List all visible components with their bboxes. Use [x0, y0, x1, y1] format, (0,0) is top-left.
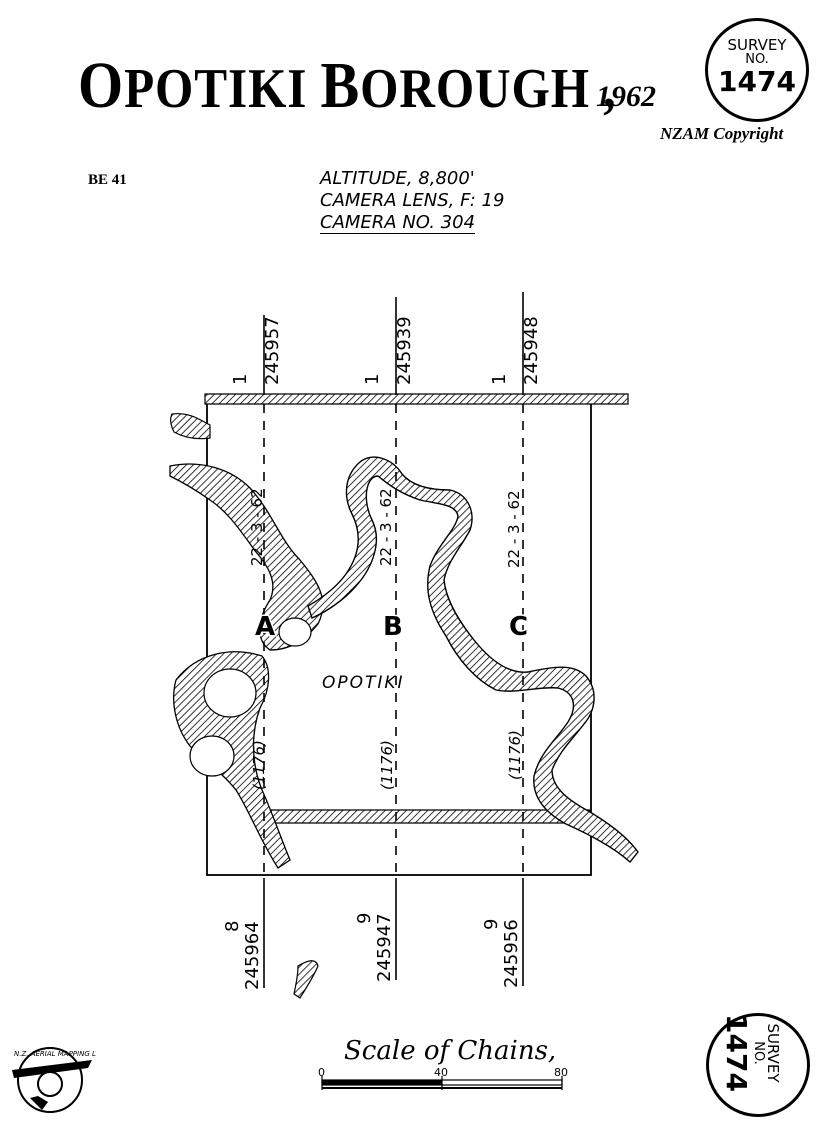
survey-stamp-top: SURVEY NO. 1474 — [705, 18, 809, 122]
logo-text: N.Z. AERIAL MAPPING LTD. — [14, 1050, 96, 1058]
stamp-survey-text: SURVEY — [727, 36, 787, 54]
run-c-letter: C — [509, 612, 528, 642]
run-a-bottom-label: 245964 8 — [222, 921, 263, 990]
svg-text:245947: 245947 — [374, 913, 395, 982]
river-feature — [293, 960, 319, 999]
scale-tick-80: 80 — [554, 1066, 568, 1079]
run-b-number: (1176) — [378, 740, 396, 790]
company-logo: N.Z. AERIAL MAPPING LTD. — [12, 1047, 96, 1113]
scale-tick-0: 0 — [318, 1066, 325, 1079]
run-c-date: 22 - 3 - 62 — [505, 490, 523, 568]
river-feature — [170, 413, 211, 440]
top-boundary — [204, 393, 629, 405]
svg-text:1: 1 — [230, 374, 251, 385]
flight-info: ALTITUDE, 8,800' CAMERA LENS, F: 19 CAME… — [320, 168, 504, 234]
run-a-letter: A — [255, 612, 275, 642]
sheet-reference: BE 41 — [88, 172, 127, 188]
survey-stamp-bottom: SURVEY NO. 1474 — [706, 1013, 810, 1117]
svg-text:9: 9 — [354, 913, 375, 924]
svg-text:9: 9 — [481, 919, 502, 930]
svg-text:245939: 245939 — [394, 316, 415, 385]
river-feature — [307, 456, 639, 864]
run-c-bottom-label: 245956 9 — [481, 919, 522, 988]
copyright-note: NZAM Copyright — [660, 124, 784, 143]
svg-text:245948: 245948 — [521, 316, 542, 385]
run-a-number: (1176) — [250, 740, 268, 790]
run-b-bottom-label: 245947 9 — [354, 913, 395, 982]
run-a-top-label: 1 245957 — [230, 316, 283, 385]
run-a-date: 22 - 3 - 62 — [248, 488, 266, 566]
svg-text:245956: 245956 — [501, 919, 522, 988]
altitude-text: ALTITUDE, 8,800' — [320, 168, 475, 189]
scale-tick-40: 40 — [434, 1066, 448, 1079]
camera-lens-text: CAMERA LENS, F: 19 — [320, 190, 505, 211]
map-title: OPOTIKI BOROUGH , — [78, 49, 617, 122]
svg-text:1: 1 — [362, 374, 383, 385]
svg-text:245964: 245964 — [242, 921, 263, 990]
run-b-top-label: 1 245939 — [362, 316, 415, 385]
bottom-boundary — [261, 809, 591, 824]
svg-text:1: 1 — [489, 374, 510, 385]
svg-text:8: 8 — [222, 921, 243, 932]
stamp-no-text: NO. — [745, 52, 769, 67]
run-c-top-label: 1 245948 — [489, 316, 542, 385]
map-year: 1962 — [596, 80, 656, 113]
camera-number-text: CAMERA NO. 304 — [320, 212, 476, 234]
run-b-letter: B — [383, 612, 403, 642]
place-label: OPOTIKI — [322, 673, 405, 693]
svg-text:245957: 245957 — [262, 316, 283, 385]
run-b-date: 22 - 3 - 62 — [377, 488, 395, 566]
run-c-number: (1176) — [506, 730, 524, 780]
river-feature — [169, 463, 324, 651]
stamp-number-text: 1474 — [718, 65, 796, 98]
scale-title: Scale of Chains, — [344, 1036, 557, 1066]
scale-bar: 0 40 80 — [318, 1066, 568, 1090]
